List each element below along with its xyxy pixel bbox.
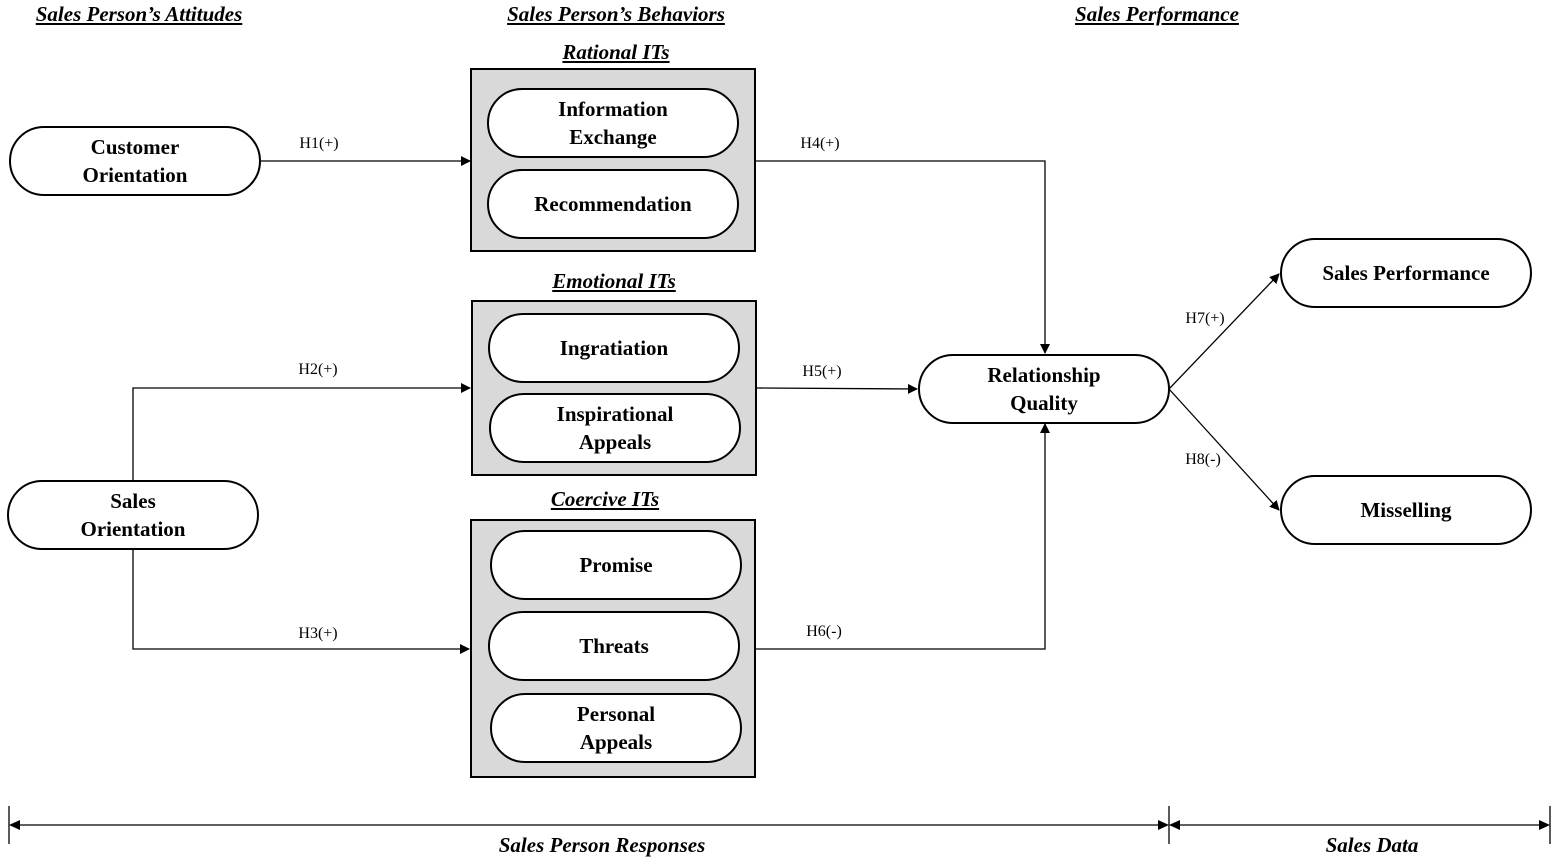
hypothesis-label-h1: H1(+) xyxy=(299,135,339,152)
node-inspirational-appeals: Inspirational Appeals xyxy=(489,393,741,463)
hypothesis-label-h7: H7(+) xyxy=(1185,310,1225,327)
span-label-data: Sales Data xyxy=(1325,833,1419,857)
node-promise: Promise xyxy=(490,530,742,600)
span-arrowhead-mid-left xyxy=(1158,820,1169,830)
arrow-h2 xyxy=(132,383,471,480)
node-personal-appeals: Personal Appeals xyxy=(490,693,742,763)
hypothesis-label-h5: H5(+) xyxy=(802,363,842,380)
hypothesis-label-h6: H6(-) xyxy=(806,623,842,640)
node-relationship-quality: Relationship Quality xyxy=(918,354,1170,424)
hypothesis-label-h3: H3(+) xyxy=(298,625,338,642)
group-title-emotional: Emotional ITs xyxy=(552,269,676,293)
node-misselling: Misselling xyxy=(1280,475,1532,545)
arrow-h6 xyxy=(756,423,1050,650)
group-title-rational: Rational ITs xyxy=(562,40,670,64)
section-title-behaviors: Sales Person’s Behaviors xyxy=(507,2,725,26)
node-sales-orientation: Sales Orientation xyxy=(7,480,259,550)
node-threats: Threats xyxy=(488,611,740,681)
group-title-coercive: Coercive ITs xyxy=(550,487,660,511)
arrow-h5 xyxy=(756,383,918,394)
node-recommendation: Recommendation xyxy=(487,169,739,239)
hypothesis-label-h4: H4(+) xyxy=(800,135,840,152)
section-title-performance: Sales Performance xyxy=(1075,2,1239,26)
span-arrowhead-left xyxy=(9,820,20,830)
node-information-exchange: Information Exchange xyxy=(487,88,739,158)
span-arrowhead-right xyxy=(1539,820,1550,830)
arrow-h7 xyxy=(1168,273,1280,390)
node-sales-performance: Sales Performance xyxy=(1280,238,1532,308)
section-title-attitudes: Sales Person’s Attitudes xyxy=(35,2,243,26)
node-ingratiation: Ingratiation xyxy=(488,313,740,383)
hypothesis-label-h8: H8(-) xyxy=(1185,451,1221,468)
arrow-h8 xyxy=(1168,388,1280,511)
node-customer-orientation: Customer Orientation xyxy=(9,126,261,196)
hypothesis-label-h2: H2(+) xyxy=(298,361,338,378)
span-arrowhead-mid-right xyxy=(1169,820,1180,830)
arrow-h4 xyxy=(756,160,1050,354)
arrow-h3 xyxy=(132,550,470,654)
span-label-responses: Sales Person Responses xyxy=(498,833,706,857)
